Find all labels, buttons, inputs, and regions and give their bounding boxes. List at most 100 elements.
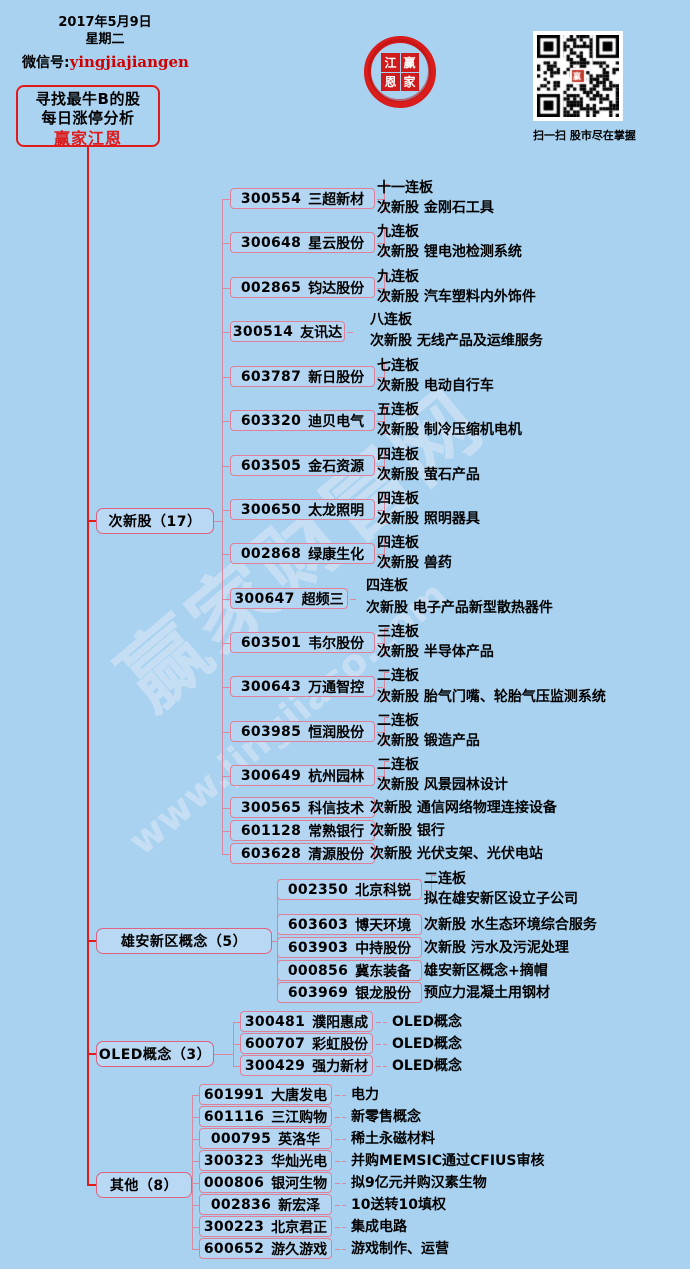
detail-dash — [377, 554, 383, 555]
stock-name: 太龙照明 — [308, 502, 365, 519]
category-node-1[interactable]: 次新股（17） — [96, 508, 214, 534]
branch-tick — [222, 831, 230, 832]
detail-dash-2 — [342, 1227, 346, 1228]
category-node-3[interactable]: OLED概念（3） — [96, 1041, 214, 1067]
stock-code: 603903 — [287, 939, 349, 956]
category-label: 雄安新区概念（5） — [120, 934, 248, 950]
detail-dash-2 — [385, 854, 389, 855]
category-node-2[interactable]: 雄安新区概念（5） — [96, 928, 272, 954]
detail-bracket — [384, 362, 389, 390]
brand-name: 赢家江恩 — [53, 129, 122, 148]
category-label: OLED概念（3） — [98, 1047, 212, 1063]
stock-code: 600652 — [203, 1240, 265, 1257]
stock-name: 清源股份 — [308, 846, 365, 863]
detail-line-streak: 四连板 — [377, 447, 419, 463]
detail-dash-2 — [432, 925, 436, 926]
detail-dash — [425, 925, 430, 926]
detail-line-streak: 七连板 — [377, 358, 419, 374]
branch-tick — [222, 687, 230, 688]
qr-code[interactable] — [533, 31, 623, 121]
detail-dash — [378, 854, 383, 855]
detail-line-streak: 八连板 — [370, 312, 412, 328]
stock-box[interactable]: 600652 游久游戏 — [199, 1238, 332, 1259]
stock-code: 300554 — [240, 190, 302, 207]
detail-line-desc: 电力 — [351, 1087, 379, 1103]
detail-line-desc: 次新股 胎气门嘴、轮胎气压监测系统 — [377, 689, 606, 705]
detail-line-desc: 次新股 锻造产品 — [377, 733, 480, 749]
logo-grid-horizontal — [381, 72, 419, 73]
stock-name: 超频三 — [301, 591, 344, 608]
detail-line-desc: 新零售概念 — [351, 1109, 421, 1125]
logo-char-3: 恩 — [384, 75, 397, 89]
category-node-4[interactable]: 其他（8） — [96, 1172, 192, 1198]
detail-bracket — [384, 628, 389, 656]
stock-code: 300649 — [240, 767, 302, 784]
detail-bracket — [384, 672, 389, 701]
stock-name: 恒润股份 — [308, 724, 365, 741]
category-connector — [214, 1054, 233, 1055]
branch-tick — [222, 332, 230, 333]
detail-line-desc: 次新股 制冷压缩机电机 — [377, 422, 522, 438]
detail-bracket — [384, 228, 389, 256]
stock-name: 迪贝电气 — [308, 413, 365, 430]
stock-name: 游久游戏 — [271, 1241, 328, 1258]
logo-ring-inner — [368, 39, 431, 102]
detail-bracket — [384, 717, 389, 745]
detail-line-streak: 二连板 — [377, 713, 419, 729]
detail-dash — [425, 948, 430, 949]
branch-tick — [192, 1117, 199, 1118]
detail-line-desc: 次新股 萤石产品 — [377, 467, 480, 483]
stock-code: 002865 — [240, 279, 302, 296]
logo-char-2: 赢 — [403, 56, 416, 70]
detail-line-desc: OLED概念 — [392, 1014, 463, 1030]
stock-name: 钧达股份 — [308, 280, 365, 297]
branch-tick — [233, 1044, 240, 1045]
detail-line-streak: 四连板 — [377, 491, 419, 507]
detail-line-desc: 次新股 通信网络物理连接设备 — [370, 800, 557, 816]
detail-dash-2 — [383, 1044, 387, 1045]
branch-tick — [222, 288, 230, 289]
stock-name: 友讯达 — [300, 324, 343, 341]
branch-tick — [222, 599, 230, 600]
detail-dash-2 — [342, 1161, 346, 1162]
branch-tick — [222, 377, 230, 378]
branch-tick — [233, 1022, 240, 1023]
stock-name: 北京科锐 — [355, 882, 412, 899]
detail-line-streak: 二连板 — [377, 668, 419, 684]
stock-box[interactable]: 002865 钧达股份 — [230, 277, 375, 298]
stock-name: 星云股份 — [308, 235, 365, 252]
logo-char-1: 江 — [384, 56, 397, 70]
detail-dash — [335, 1161, 340, 1162]
